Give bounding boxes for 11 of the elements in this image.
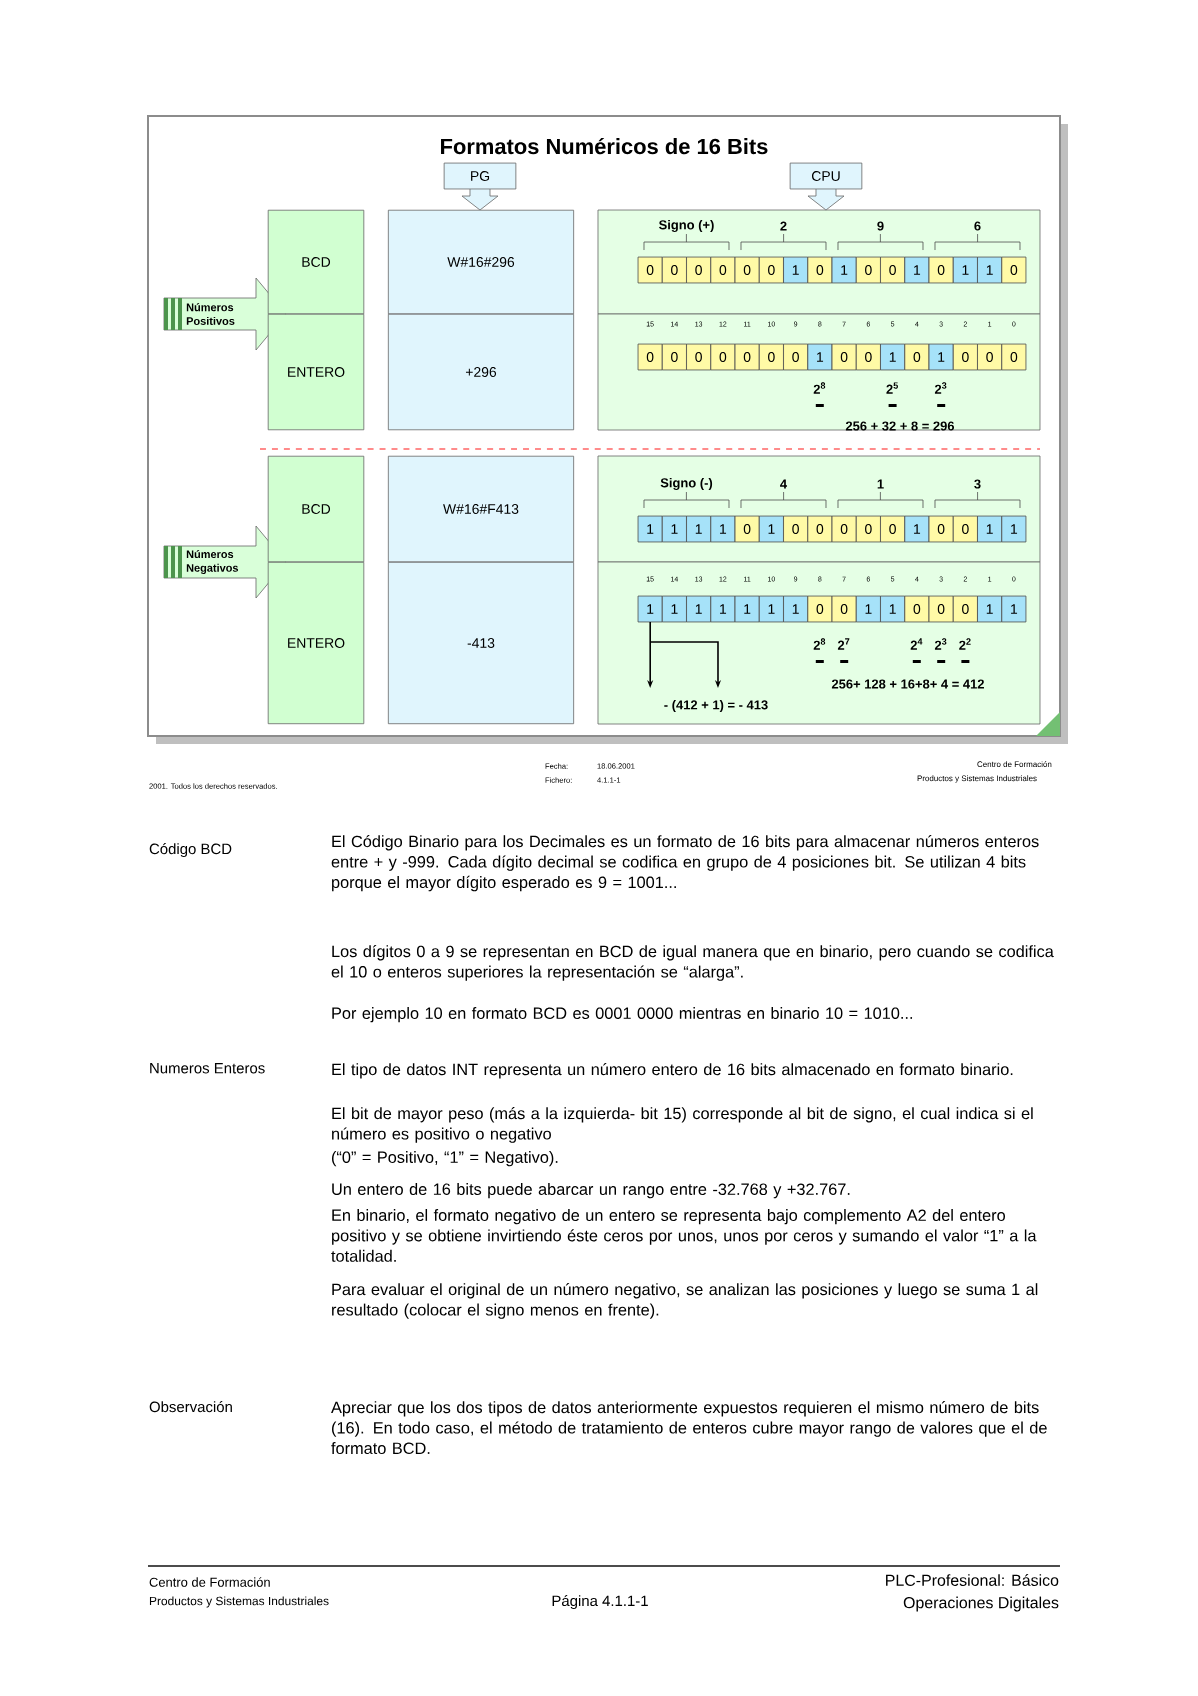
paragraph: Los dígitos 0 a 9 se representan en BCD de igual manera que en binario, pero cuando se codifica el 10 o enteros superiores la representación se “alarga”. [331, 945, 1054, 981]
paragraph: El Código Binario para los Decimales es un formato de 16 bits para almacenar números enteros entre + y -999. Cada dígito decimal se codifica en grupo de 4 posiciones bit. Se utilizan 4 bits porque el mayor dígito esperado es 9 = 1001... [331, 835, 1039, 892]
paragraph: Apreciar que los dos tipos de datos anteriormente expuestos requieren el mismo número de bits (16). En todo caso, el método de tratamiento de enteros cubre mayor rango de valores que el de formato BCD. [331, 1401, 1047, 1455]
paragraph: Un entero de 16 bits puede abarcar un rango entre -32.768 y +32.767. [332, 1183, 850, 1199]
paragraph: El bit de mayor peso (más a la izquierda- bit 15) corresponde al bit de signo, el cual indica si el número es positivo o negativo [332, 1107, 1033, 1143]
paragraph: El tipo de datos INT representa un número entero de 16 bits almacenado en formato binario. [332, 1063, 1013, 1079]
paragraph: Por ejemplo 10 en formato BCD es 0001 0000 mientras en binario 10 = 1010... [332, 1007, 913, 1023]
paragraph: Para evaluar el original de un número negativo, se analizan las posiciones y luego se suma 1 al resultado (colocar el signo menos en frente). [332, 1283, 1038, 1319]
paragraph: En binario, el formato negativo de un entero se representa bajo complemento A2 del entero positivo y se obtiene invirtiendo éste ceros por unos, unos por ceros y sumando el valor “1” a la totalidad. [331, 1209, 1037, 1262]
paragraph: (“0” = Positivo, “1” = Negativo). [332, 1151, 558, 1167]
title: Formatos Numéricos de 16 Bits [441, 137, 768, 155]
